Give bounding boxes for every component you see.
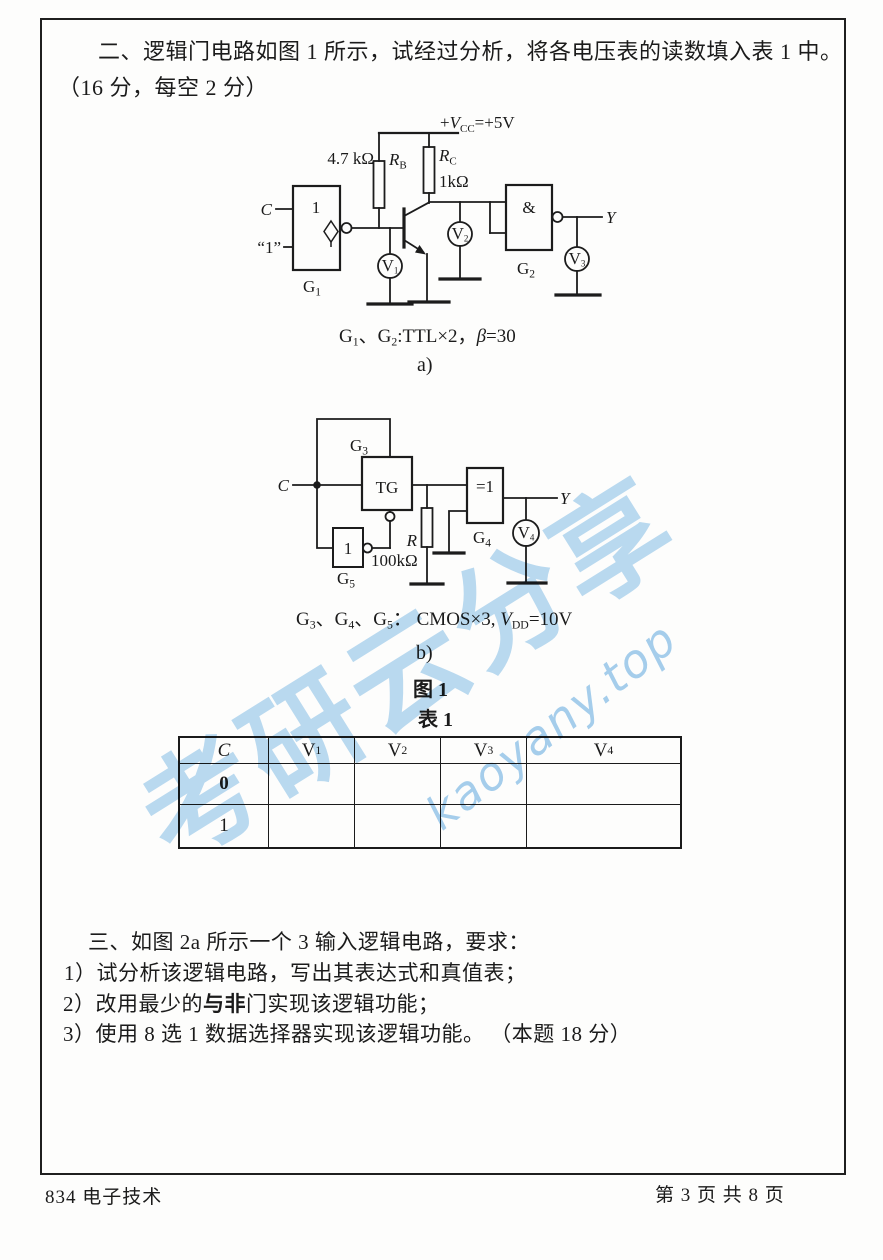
answer-cell-v2-c0 <box>355 764 441 805</box>
rc-label: RC <box>438 146 457 168</box>
g4-name: G4 <box>473 528 491 550</box>
open-collector-icon <box>323 219 339 247</box>
circuit-b-sublabel: b) <box>416 642 433 664</box>
gate-g2: & Y G2 <box>504 183 617 281</box>
question3-line3: 2）改用最少的与非门实现该逻辑功能； <box>63 992 440 1016</box>
meter-v3: V3 <box>554 216 602 297</box>
question3-line1: 三、如图 2a 所示一个 3 输入逻辑电路，要求： <box>88 930 530 954</box>
answer-cell-v3-c0 <box>441 764 527 805</box>
output-y-label: Y <box>606 208 617 227</box>
question3-line4: 3）使用 8 选 1 数据选择器实现该逻辑功能。 （本题 18 分） <box>63 1022 632 1046</box>
input-c-label: C <box>261 200 273 219</box>
circuit-a-diagram: +VCC=+5V 4.7 kΩ RB RC 1kΩ 1 C <box>257 113 617 306</box>
question2-title-line2: （16 分，每空 2 分） <box>58 75 269 100</box>
resistor-rc: RC 1kΩ <box>422 132 469 204</box>
g4-function-label: =1 <box>476 477 494 496</box>
answer-cell-v1-c1 <box>269 805 355 847</box>
vcc-label: +VCC=+5V <box>440 113 515 135</box>
gate-g4-xor: =1 G4 Y <box>432 466 571 555</box>
row-label-c0: 0 <box>180 764 269 805</box>
r-value: 100kΩ <box>371 551 418 570</box>
v4-label: V4 <box>518 523 535 543</box>
inverter-bubble <box>340 222 353 234</box>
g5-function-label: 1 <box>344 539 353 558</box>
g2-function-label: & <box>522 198 535 217</box>
power-rail: +VCC=+5V <box>377 113 515 135</box>
circuit-a-sublabel: a) <box>417 354 433 376</box>
control-bubble <box>384 511 396 522</box>
v3-label: V3 <box>569 249 586 269</box>
g3-name: G3 <box>350 436 368 458</box>
input-logic1-label: “1” <box>257 238 281 257</box>
circuit-b-caption: G3、G4、G5： CMOS×3, VDD=10V <box>296 609 573 632</box>
table-1-caption: 表 1 <box>418 709 453 731</box>
input-c-node: C <box>278 418 391 495</box>
meter-v4: V4 <box>506 497 548 585</box>
resistor-rb: 4.7 kΩ RB <box>327 132 407 229</box>
circuit-a-caption: G1、G2:TTL×2，β=30 <box>339 326 516 349</box>
feedback-wire <box>316 418 391 486</box>
answer-cell-v2-c1 <box>355 805 441 847</box>
resistor-r: R 100kΩ <box>371 484 445 586</box>
rb-label: RB <box>388 150 407 172</box>
inverter-bubble <box>362 542 373 554</box>
answer-cell-v4-c0 <box>527 764 680 805</box>
v1-label: V1 <box>382 256 399 276</box>
circuit-b-diagram: C G3 TG 1 G5 R 100k <box>278 418 571 591</box>
meter-v1: V1 <box>366 227 414 306</box>
answer-cell-v3-c1 <box>441 805 527 847</box>
figure-1-caption: 图 1 <box>413 679 448 701</box>
g1-name: G1 <box>303 277 321 299</box>
question3-line2: 1）试分析该逻辑电路，写出其表达式和真值表； <box>64 961 527 985</box>
row-label-c1: 1 <box>180 805 269 847</box>
col-header-c: C <box>180 738 269 764</box>
answer-cell-v4-c1 <box>527 805 680 847</box>
g3-function-label: TG <box>376 478 399 497</box>
gate-g3-transmission: G3 TG <box>350 436 468 549</box>
inverter-bubble <box>551 211 564 223</box>
answer-cell-v1-c0 <box>269 764 355 805</box>
g1-function-label: 1 <box>312 198 321 217</box>
transistor-q1 <box>351 201 451 304</box>
g2-name: G2 <box>517 259 535 281</box>
collector-node-wires <box>428 201 507 234</box>
output-y-label: Y <box>560 489 571 508</box>
gate-g1: 1 C “1” G1 <box>257 184 353 299</box>
input-c-label: C <box>278 476 290 495</box>
page-border <box>40 18 846 1175</box>
question2-title-line1: 二、逻辑门电路如图 1 所示，试经过分析，将各电压表的读数填入表 1 中。 <box>98 39 843 64</box>
g5-name: G5 <box>337 569 355 591</box>
rb-value: 4.7 kΩ <box>327 149 374 168</box>
footer-course-code: 834 电子技术 <box>45 1187 163 1208</box>
r-label: R <box>406 531 418 550</box>
rc-value: 1kΩ <box>439 172 469 191</box>
footer-page-number: 第 3 页 共 8 页 <box>655 1185 785 1206</box>
gate-g5: 1 G5 <box>316 484 373 591</box>
v2-label: V2 <box>452 224 469 244</box>
emitter-arrow-icon <box>415 245 426 255</box>
meter-v2: V2 <box>438 201 482 281</box>
